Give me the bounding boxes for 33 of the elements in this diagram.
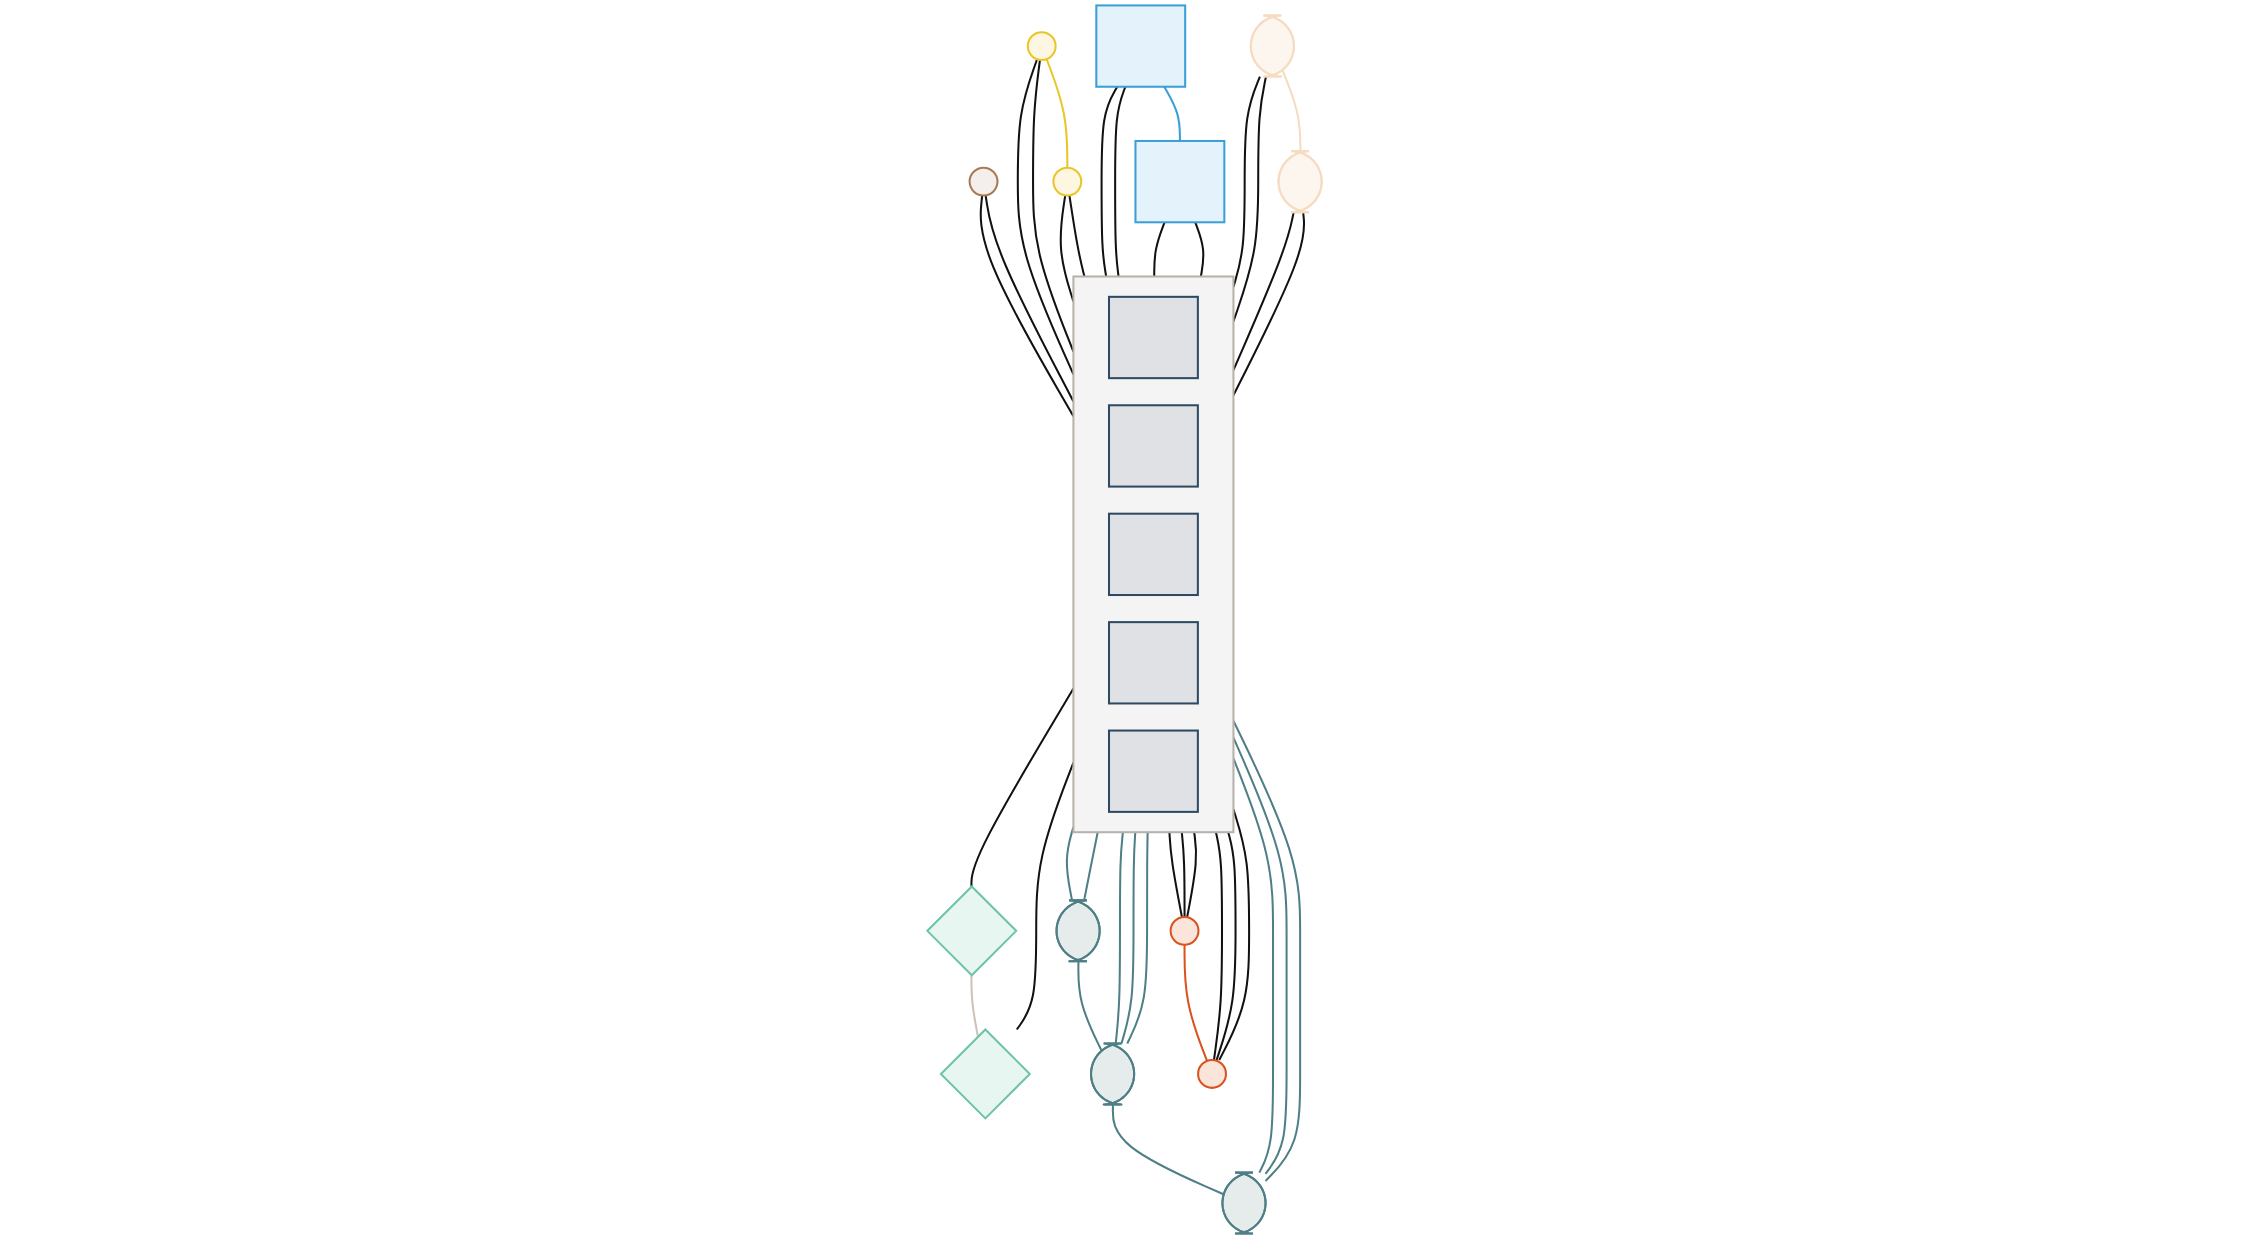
node-diamond: [925, 885, 1018, 977]
node-circle: [1197, 1059, 1227, 1089]
node-circle: [968, 166, 999, 197]
connector: [1120, 832, 1137, 1044]
connector: [1068, 195, 1086, 277]
node-circle: [1052, 166, 1083, 197]
node-circle: [1026, 31, 1057, 62]
node-diamond: [939, 1028, 1032, 1120]
connector: [1163, 86, 1181, 141]
node-box: [1095, 4, 1187, 88]
node-bar: [1108, 404, 1199, 488]
connector: [1114, 86, 1127, 277]
connector: [1083, 832, 1099, 901]
node-bar: [1108, 729, 1199, 813]
connector: [1180, 832, 1186, 917]
node-bar: [1108, 295, 1199, 380]
node-bar: [1108, 512, 1199, 597]
connector: [1215, 831, 1237, 1061]
connector: [1281, 70, 1302, 152]
node-box: [1134, 139, 1226, 224]
connector: [1077, 961, 1103, 1052]
connector: [970, 975, 979, 1037]
node-bar: [1108, 621, 1199, 705]
connector: [1100, 86, 1119, 277]
connector: [1186, 832, 1198, 918]
connector: [1183, 944, 1208, 1062]
node-circle: [1169, 915, 1200, 946]
connector: [1212, 832, 1223, 1061]
connector: [1126, 832, 1149, 1044]
connector: [1168, 832, 1183, 918]
cluster: [1072, 275, 1235, 834]
connector: [1114, 832, 1124, 1044]
connector: [1045, 58, 1069, 168]
